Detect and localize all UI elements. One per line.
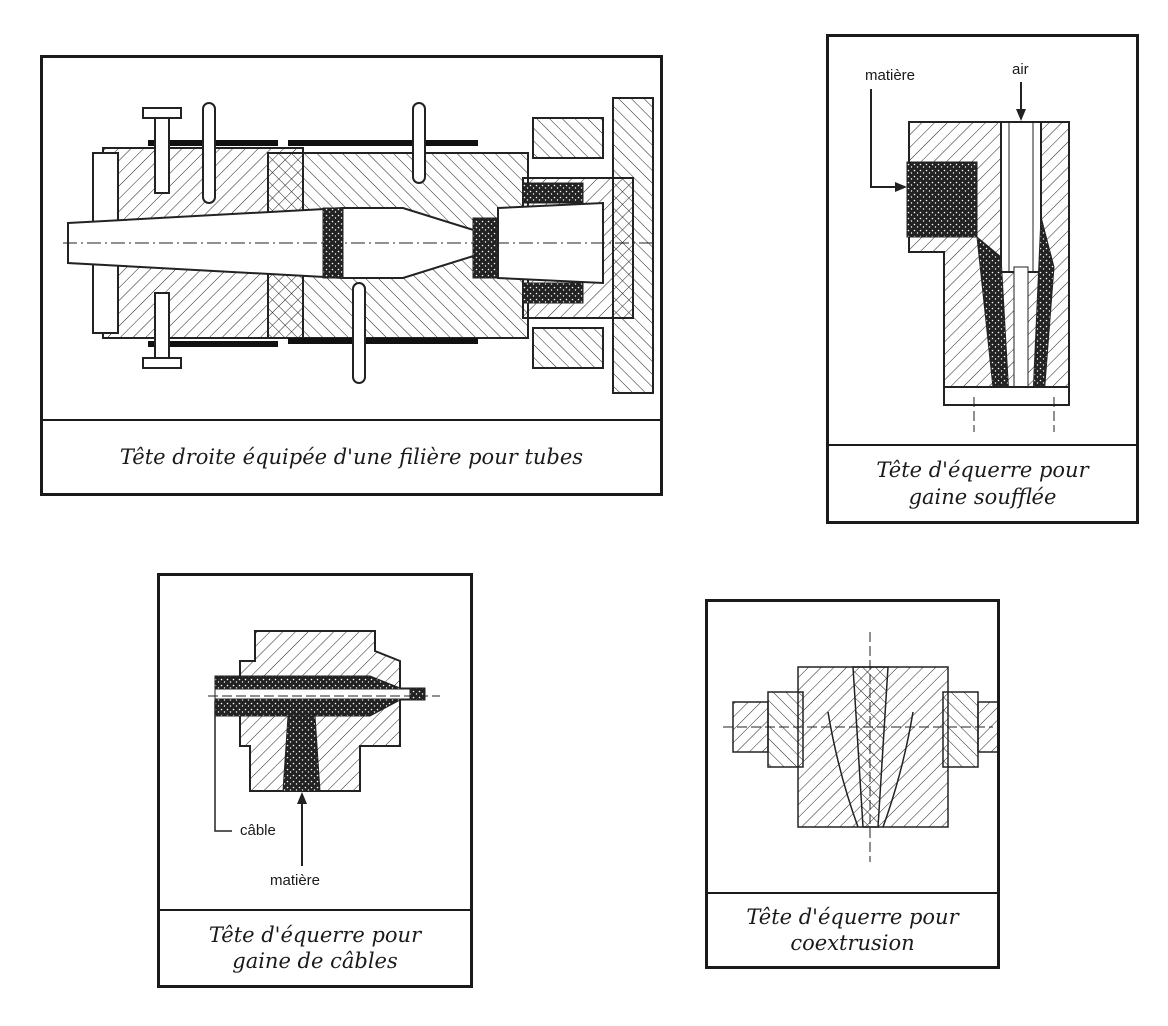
label-cable: câble <box>240 822 276 839</box>
caption-straight-head: Tête droite équipée d'une filière pour t… <box>43 419 660 493</box>
caption-line-2: gaine soufflée <box>908 484 1057 509</box>
caption-line-1: Tête d'équerre pour <box>208 922 422 947</box>
label-air: air <box>1012 61 1029 78</box>
blown-film-head-drawing <box>870 82 1070 432</box>
panel-cable-head: câble matière Tête d'équerre pour gaine … <box>157 573 473 988</box>
label-material: matière <box>865 67 916 84</box>
panel-straight-head: Tête droite équipée d'une filière pour t… <box>40 55 663 496</box>
label-material: matière <box>270 872 321 889</box>
coextrusion-head-drawing <box>723 632 997 862</box>
panel-blown-film-head: matière air Tête d'équerre pour gaine so… <box>826 34 1139 524</box>
cable-head-drawing <box>208 630 440 866</box>
panel-coextrusion-head: Tête d'équerre pour coextrusion <box>705 599 1000 969</box>
caption-text: Tête droite équipée d'une filière pour t… <box>119 444 584 469</box>
caption-line-1: Tête d'équerre pour <box>746 904 959 929</box>
caption-line-2: gaine de câbles <box>232 949 398 973</box>
caption-coextrusion-head: Tête d'équerre pour coextrusion <box>708 892 997 966</box>
caption-cable-head: Tête d'équerre pour gaine de câbles <box>160 909 470 985</box>
caption-line-2: coextrusion <box>790 931 915 955</box>
caption-line-1: Tête d'équerre pour <box>876 458 1089 483</box>
caption-blown-film-head: Tête d'équerre pour gaine soufflée <box>829 444 1136 521</box>
straight-head-drawing <box>63 97 654 394</box>
